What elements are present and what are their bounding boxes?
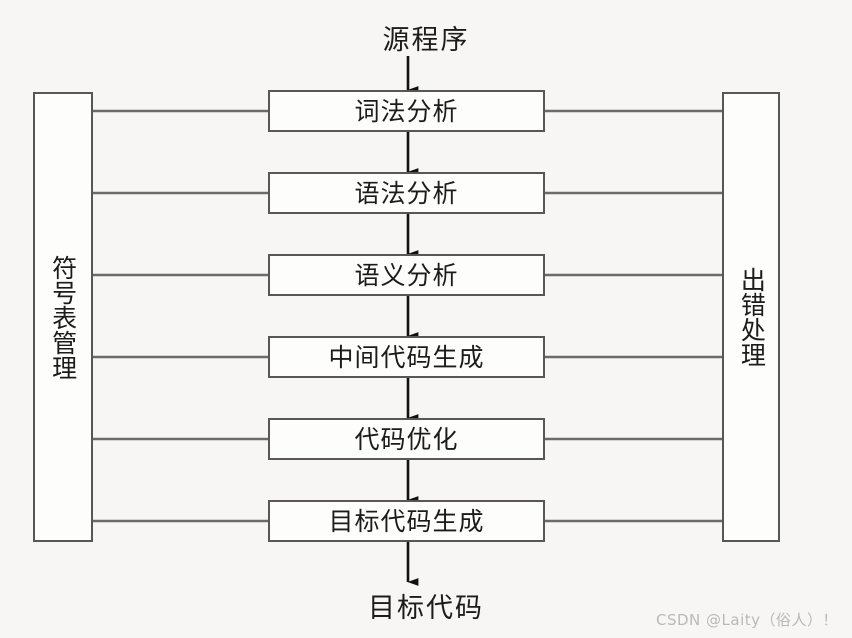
phase-box-intermediate-code-generation[interactable]: 中间代码生成: [268, 336, 545, 378]
symbol-table-management-label: 符号表管理: [48, 254, 78, 380]
error-handling-label: 出错处理: [737, 267, 767, 367]
phase-box-lexical-analysis[interactable]: 词法分析: [268, 90, 545, 132]
connectors-error-handling: [545, 109, 722, 523]
source-program-label: 源程序: [382, 25, 470, 56]
phase-label-intermediate-code-generation: 中间代码生成: [328, 342, 485, 372]
phase-label-syntax-analysis: 语法分析: [354, 178, 459, 208]
phase-label-code-optimization: 代码优化: [354, 424, 459, 454]
connectors-symbol-table: [93, 109, 268, 523]
phase-label-lexical-analysis: 词法分析: [354, 96, 459, 126]
phase-box-target-code-generation[interactable]: 目标代码生成: [268, 500, 545, 542]
watermark-text: CSDN @Laity（俗人）！: [655, 611, 838, 629]
phase-label-semantic-analysis: 语义分析: [354, 260, 459, 290]
symbol-table-management-box[interactable]: 符号表管理: [33, 92, 93, 542]
phase-box-code-optimization[interactable]: 代码优化: [268, 418, 545, 460]
phase-box-syntax-analysis[interactable]: 语法分析: [268, 172, 545, 214]
target-code-label: 目标代码: [368, 593, 484, 624]
phase-label-target-code-generation: 目标代码生成: [328, 506, 485, 536]
error-handling-box[interactable]: 出错处理: [722, 92, 780, 542]
phase-box-semantic-analysis[interactable]: 语义分析: [268, 254, 545, 296]
